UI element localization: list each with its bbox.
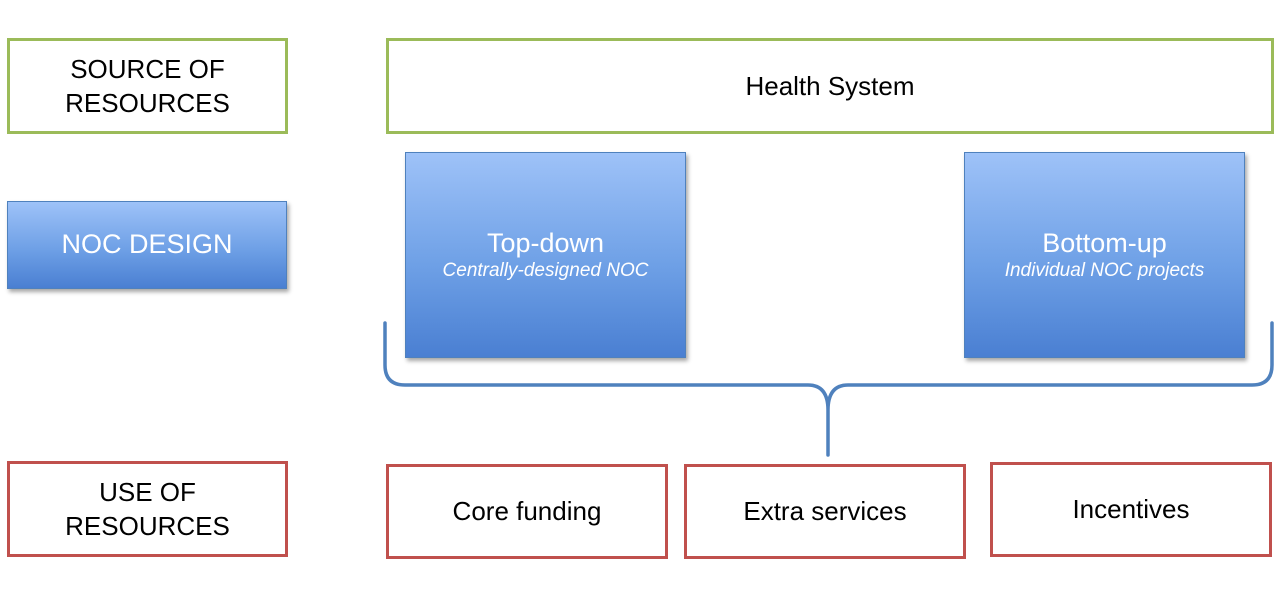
top-down-subtitle: Centrally-designed NOC: [442, 260, 649, 282]
noc-design-text: NOC DESIGN: [61, 229, 233, 260]
extra-services-text: Extra services: [743, 496, 907, 527]
use-of-resources-label: USE OF RESOURCES: [7, 461, 288, 557]
health-system-box: Health System: [386, 38, 1274, 134]
noc-design-label: NOC DESIGN: [7, 201, 287, 289]
bottom-up-title: Bottom-up: [1042, 227, 1167, 258]
bottom-up-box: Bottom-up Individual NOC projects: [964, 152, 1245, 358]
core-funding-box: Core funding: [386, 464, 668, 559]
extra-services-box: Extra services: [684, 464, 966, 559]
use-of-resources-text: USE OF RESOURCES: [65, 476, 230, 541]
incentives-text: Incentives: [1072, 494, 1190, 525]
top-down-box: Top-down Centrally-designed NOC: [405, 152, 686, 358]
source-of-resources-label: SOURCE OF RESOURCES: [7, 38, 288, 134]
brace-path: [383, 321, 1274, 457]
core-funding-text: Core funding: [452, 496, 602, 527]
source-of-resources-text: SOURCE OF RESOURCES: [65, 53, 230, 118]
top-down-title: Top-down: [486, 227, 605, 258]
incentives-box: Incentives: [990, 462, 1272, 557]
bottom-up-subtitle: Individual NOC projects: [1004, 260, 1205, 282]
health-system-text: Health System: [745, 70, 915, 101]
